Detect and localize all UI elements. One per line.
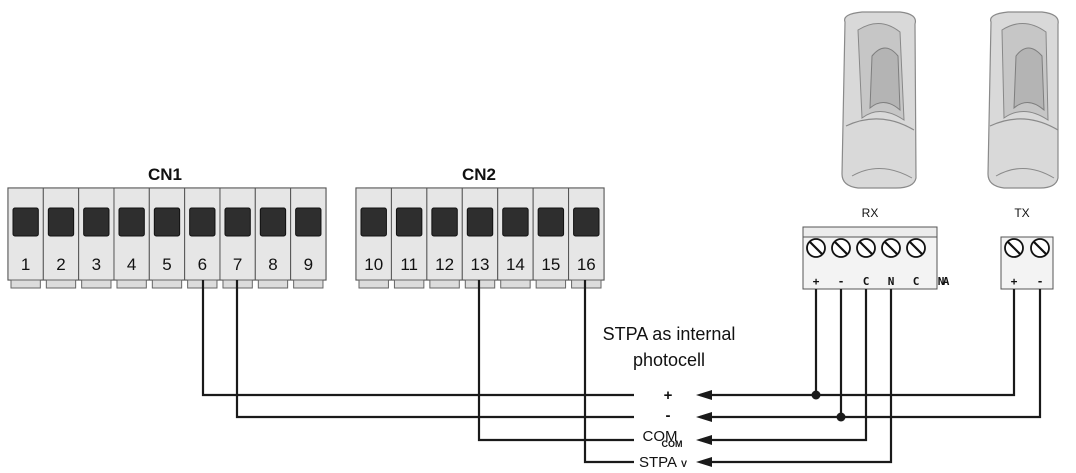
wire-tx-plus	[816, 289, 1016, 397]
rx-screw	[806, 238, 826, 258]
cn2-terminal-number: 13	[471, 255, 490, 274]
rx-sensor-image	[841, 11, 917, 189]
cn2-terminal-number: 11	[400, 255, 418, 274]
arrow-minus	[696, 412, 712, 422]
wire-cn1-7	[235, 280, 634, 419]
cn1-terminal-5: 5	[148, 187, 186, 289]
wire-cn2-16	[583, 280, 634, 464]
rx-terminal-label: -	[838, 275, 845, 288]
cn2-terminal-16: 16	[568, 187, 605, 289]
cn1-title: CN1	[148, 165, 182, 184]
arrow-plus	[696, 390, 712, 400]
cn2-terminal-12: 12	[426, 187, 463, 289]
cn2-terminal-13: 13	[461, 187, 499, 289]
rx-screw	[881, 238, 901, 258]
rx-screw	[906, 238, 926, 258]
cn1-terminal-number: 6	[198, 255, 207, 274]
signal-stpa-small-label: V	[681, 459, 687, 469]
cn1-terminal-number: 4	[127, 255, 136, 274]
tx-screw	[1030, 238, 1050, 258]
rx-terminal-label: N	[938, 275, 945, 288]
rx-terminal-label: C	[913, 275, 920, 288]
signal-plus-label: +	[664, 387, 673, 404]
cn1-terminal-2: 2	[42, 187, 80, 289]
cn1-terminal-6: 6	[184, 187, 221, 289]
cn1-terminal-number: 9	[304, 255, 313, 274]
cn1-terminal-4: 4	[113, 187, 150, 289]
cn2-terminal-block: CN2 10 11 12 13 14 15 16	[355, 165, 605, 289]
cn1-terminal-7: 7	[219, 187, 256, 289]
wire-rx-c	[700, 289, 868, 442]
wire-rx-n	[700, 289, 893, 464]
cn2-terminal-15: 15	[532, 187, 570, 289]
rx-terminal-label: C	[863, 275, 870, 288]
cn1-terminal-8: 8	[254, 187, 292, 289]
tx-screw	[1004, 238, 1024, 258]
cn1-terminal-1: 1	[7, 187, 44, 289]
cn2-terminal-14: 14	[497, 187, 534, 289]
cn2-terminal-number: 10	[364, 255, 383, 274]
cn1-terminal-number: 8	[268, 255, 277, 274]
wire-rx-minus	[700, 289, 843, 419]
cn2-terminal-number: 12	[435, 255, 454, 274]
rx-screw	[831, 238, 851, 258]
wire-cn2-13	[477, 280, 634, 442]
tx-terminal-strip: TX + -	[1000, 206, 1054, 290]
arrowheads	[696, 390, 712, 467]
rx-suffix-label: A	[943, 275, 950, 288]
junction-dot-plus	[811, 390, 821, 400]
cn1-terminal-number: 2	[56, 255, 65, 274]
tx-sensor-image	[987, 11, 1059, 189]
arrow-stpa	[696, 457, 712, 467]
cn1-terminal-block: CN1 1 2 3 4 5 6 7 8 9	[7, 165, 327, 289]
cn1-terminal-number: 7	[233, 255, 242, 274]
tx-terminal-label: -	[1037, 275, 1044, 288]
wire-tx-minus	[841, 289, 1042, 419]
rx-label: RX	[862, 206, 879, 220]
wires	[201, 280, 1042, 464]
signal-com-small-label: COM	[662, 439, 683, 449]
signal-labels: + - COM COM STPA V	[639, 387, 687, 471]
cn2-terminal-10: 10	[355, 187, 392, 289]
arrow-com	[696, 435, 712, 445]
rx-terminal-label: +	[813, 275, 820, 288]
cn2-terminal-number: 14	[506, 255, 525, 274]
signal-minus-label: -	[666, 407, 671, 424]
cn2-terminal-number: 15	[541, 255, 560, 274]
tx-terminal-label: +	[1011, 275, 1018, 288]
rx-terminal-strip: RX + - C N C N A	[802, 206, 950, 290]
rx-screw	[856, 238, 876, 258]
stpa-note: STPA as internal photocell	[603, 324, 736, 370]
cn1-terminal-number: 1	[21, 255, 30, 274]
tx-label: TX	[1014, 206, 1029, 220]
cn1-terminal-number: 3	[92, 255, 101, 274]
cn1-terminal-3: 3	[78, 187, 115, 289]
cn2-terminal-11: 11	[390, 187, 428, 289]
cn2-terminal-number: 16	[577, 255, 596, 274]
junction-dot-minus	[836, 412, 846, 422]
wire-cn1-6	[201, 280, 634, 397]
note-line-2: photocell	[633, 350, 705, 370]
cn2-title: CN2	[462, 165, 496, 184]
signal-com-label: COM	[643, 428, 678, 445]
note-line-1: STPA as internal	[603, 324, 736, 344]
rx-terminal-label: N	[888, 275, 895, 288]
cn1-terminal-number: 5	[162, 255, 171, 274]
signal-stpa-label: STPA	[639, 454, 677, 471]
cn1-terminal-9: 9	[290, 187, 327, 289]
